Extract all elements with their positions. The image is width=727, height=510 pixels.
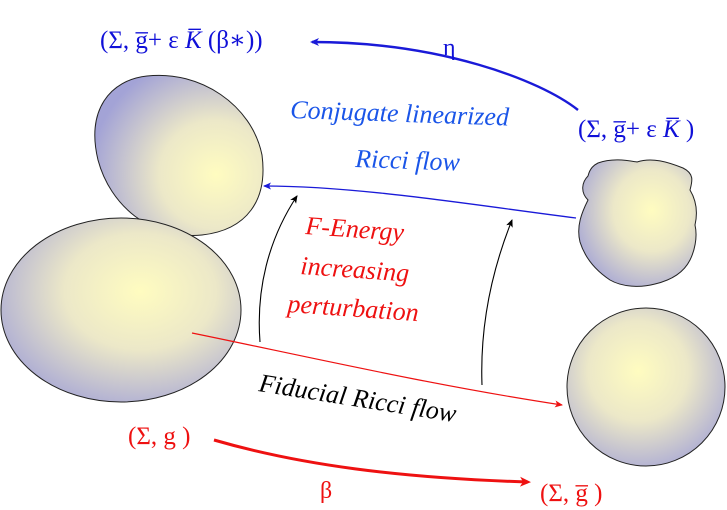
bottom-right-round-manifold (566, 307, 726, 467)
beta-label: β (320, 478, 332, 504)
fiducial-flow-arrow (191, 332, 563, 408)
top-left-state-tail: (β∗)) (202, 27, 263, 54)
top-left-state-label: (Σ, g̅+ ε K̅ (β∗)) (100, 27, 263, 54)
top-right-state-main: (Σ, g̅+ ε (578, 116, 663, 143)
top-right-wrinkled-manifold-blob (578, 159, 697, 287)
fiducial-flow-label: Fiducial Ricci flow (256, 368, 459, 428)
eta-arrow (310, 38, 579, 111)
top-right-state-k: K̅ (662, 116, 681, 143)
conjugate-flow-arrow (263, 182, 577, 219)
top-left-manifold-blob (94, 74, 264, 236)
perturbation-label-line2: increasing (300, 251, 411, 288)
middle-left-manifold-ellipse (0, 217, 242, 403)
bottom-right-state-label: (Σ, g̅ ) (540, 480, 602, 507)
beta-arrow (213, 438, 531, 487)
bottom-left-state-label: (Σ, g ) (128, 423, 190, 450)
perturbation-label-line3: perturbation (285, 289, 420, 327)
perturbation-arrow-right (481, 219, 513, 386)
top-left-state-main: (Σ, g̅+ ε (100, 27, 185, 54)
eta-label: η (443, 35, 456, 61)
perturbation-arrow-left (258, 195, 298, 343)
perturbation-label-line1: F-Energy (304, 211, 406, 247)
top-right-state-label: (Σ, g̅+ ε K̅ ) (578, 116, 694, 143)
conjugate-flow-label-line2: Ricci flow (354, 144, 461, 177)
top-left-state-k: K̅ (184, 27, 203, 54)
conjugate-flow-label-line1: Conjugate linearized (290, 95, 511, 132)
top-right-state-tail: ) (680, 116, 695, 143)
